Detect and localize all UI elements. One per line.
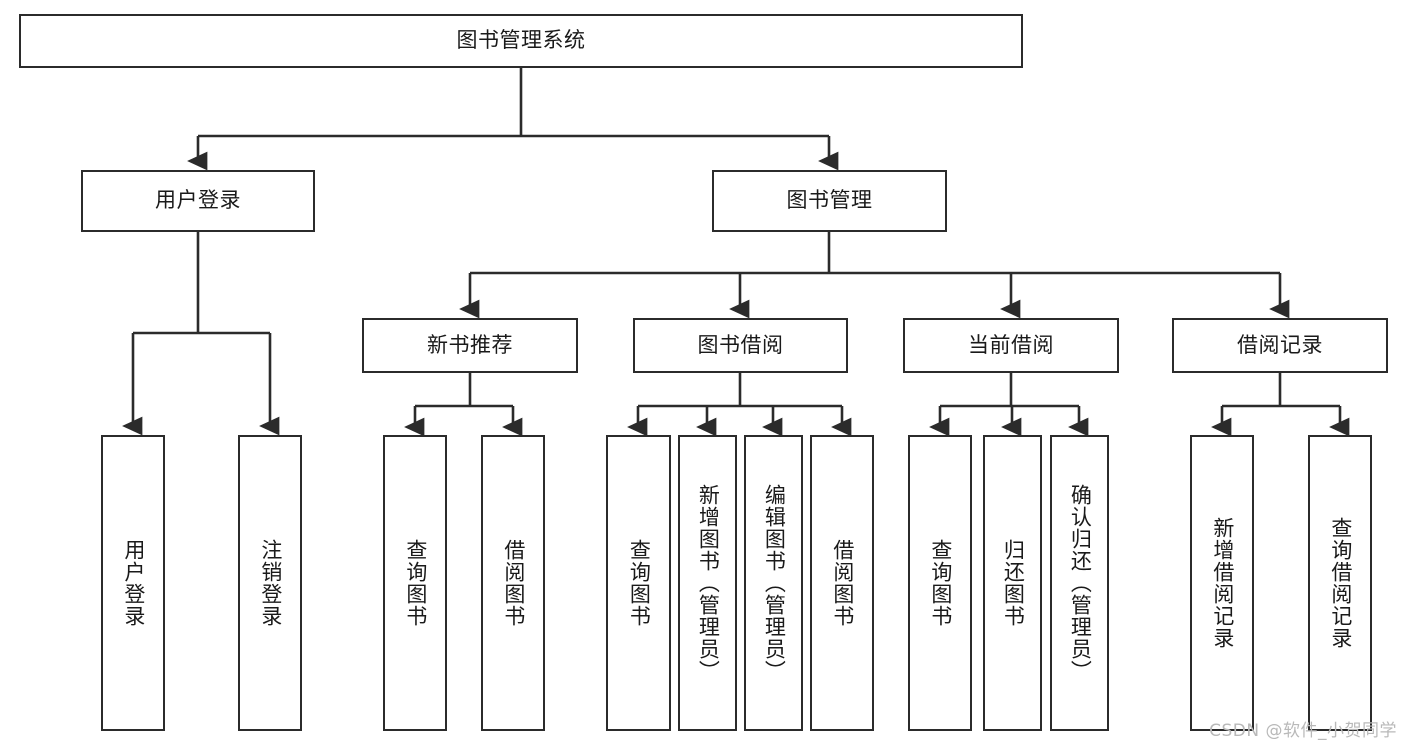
node-book-manage[interactable]: 图书管理 [712,170,947,232]
node-new-book-recommend[interactable]: 新书推荐 [362,318,578,373]
node-leaf-confirm-return-label: 确认归还（管理员） [1068,484,1093,682]
node-user-login[interactable]: 用户登录 [81,170,315,232]
node-leaf-add-record-label: 新增借阅记录 [1210,517,1235,649]
node-leaf-add-book[interactable]: 新增图书（管理员） [678,435,737,731]
node-leaf-query-book-2-label: 查询图书 [627,539,652,627]
csdn-watermark: CSDN @软件_小贺同学 [1209,721,1397,741]
node-leaf-query-book-3-label: 查询图书 [928,539,953,627]
node-current-borrow[interactable]: 当前借阅 [903,318,1119,373]
node-leaf-query-book-1[interactable]: 查询图书 [383,435,447,731]
node-current-borrow-label: 当前借阅 [968,332,1054,357]
node-leaf-borrow-book-2-label: 借阅图书 [830,539,855,627]
node-leaf-borrow-book-1-label: 借阅图书 [501,539,526,627]
node-leaf-borrow-book-2[interactable]: 借阅图书 [810,435,874,731]
node-leaf-edit-book-label: 编辑图书（管理员） [762,484,787,682]
node-borrow-record-label: 借阅记录 [1237,332,1323,357]
node-leaf-query-book-3[interactable]: 查询图书 [908,435,972,731]
node-leaf-borrow-book-1[interactable]: 借阅图书 [481,435,545,731]
node-leaf-user-logout[interactable]: 注销登录 [238,435,302,731]
node-leaf-return-book[interactable]: 归还图书 [983,435,1042,731]
node-leaf-edit-book[interactable]: 编辑图书（管理员） [744,435,803,731]
node-leaf-add-book-label: 新增图书（管理员） [696,484,721,682]
node-new-book-recommend-label: 新书推荐 [427,332,513,357]
node-leaf-user-login[interactable]: 用户登录 [101,435,165,731]
node-book-borrow[interactable]: 图书借阅 [633,318,848,373]
node-leaf-confirm-return[interactable]: 确认归还（管理员） [1050,435,1109,731]
node-leaf-query-book-1-label: 查询图书 [403,539,428,627]
node-leaf-query-record-label: 查询借阅记录 [1328,517,1353,649]
node-root-label: 图书管理系统 [456,28,586,53]
node-leaf-user-login-label: 用户登录 [121,539,146,627]
node-borrow-record[interactable]: 借阅记录 [1172,318,1388,373]
node-book-borrow-label: 图书借阅 [697,332,784,357]
node-root[interactable]: 图书管理系统 [19,14,1023,68]
node-leaf-query-book-2[interactable]: 查询图书 [606,435,671,731]
node-leaf-return-book-label: 归还图书 [1001,539,1026,627]
node-user-login-label: 用户登录 [155,188,241,213]
node-leaf-user-logout-label: 注销登录 [258,539,283,627]
node-leaf-query-record[interactable]: 查询借阅记录 [1308,435,1372,731]
node-leaf-add-record[interactable]: 新增借阅记录 [1190,435,1254,731]
node-book-manage-label: 图书管理 [786,188,873,213]
